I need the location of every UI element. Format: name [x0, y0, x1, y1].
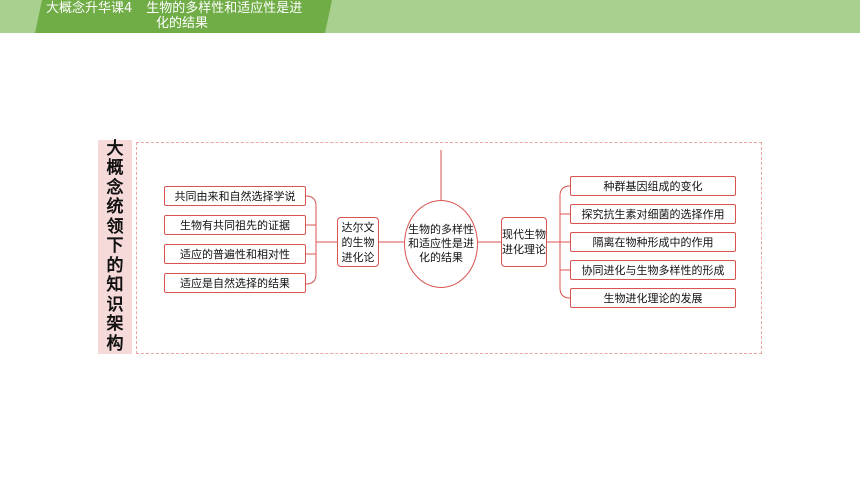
right-item: 生物进化理论的发展 [570, 288, 736, 308]
left-item: 共同由来和自然选择学说 [164, 186, 306, 206]
sidebar-char: 领 [106, 216, 124, 237]
right-item: 种群基因组成的变化 [570, 176, 736, 196]
lesson-title-line2: 化的结果 [156, 16, 209, 31]
sidebar-label: 大概念统领下的知识架构 [98, 138, 132, 354]
right-item: 协同进化与生物多样性的形成 [570, 260, 736, 280]
right-item: 隔离在物种形成中的作用 [570, 232, 736, 252]
left-hub-darwin-theory: 达尔文的生物进化论 [337, 217, 379, 267]
sidebar-char: 构 [106, 333, 124, 354]
diagram-frame [136, 142, 762, 354]
sidebar-char: 统 [106, 197, 124, 218]
header-title: 大概念升华课4 生物的多样性和适应性是进 化的结果 [46, 1, 336, 31]
lesson-series: 大概念升华课4 [46, 1, 133, 16]
sidebar-char: 的 [106, 255, 124, 276]
sidebar-char: 知 [106, 275, 124, 296]
left-item: 适应的普遍性和相对性 [164, 244, 306, 264]
lesson-title-line1: 生物的多样性和适应性是进 [146, 1, 303, 16]
sidebar-char: 念 [106, 177, 124, 198]
sidebar-char: 概 [106, 158, 124, 179]
right-hub-modern-theory: 现代生物进化理论 [501, 217, 547, 267]
left-item: 生物有共同祖先的证据 [164, 215, 306, 235]
sidebar-char: 识 [106, 294, 124, 315]
sidebar-char: 大 [106, 138, 124, 159]
left-item: 适应是自然选择的结果 [164, 273, 306, 293]
sidebar-char: 架 [106, 314, 124, 335]
right-item: 探究抗生素对细菌的选择作用 [570, 204, 736, 224]
center-node: 生物的多样性和适应性是进化的结果 [404, 200, 478, 288]
sidebar-char: 下 [106, 236, 124, 257]
